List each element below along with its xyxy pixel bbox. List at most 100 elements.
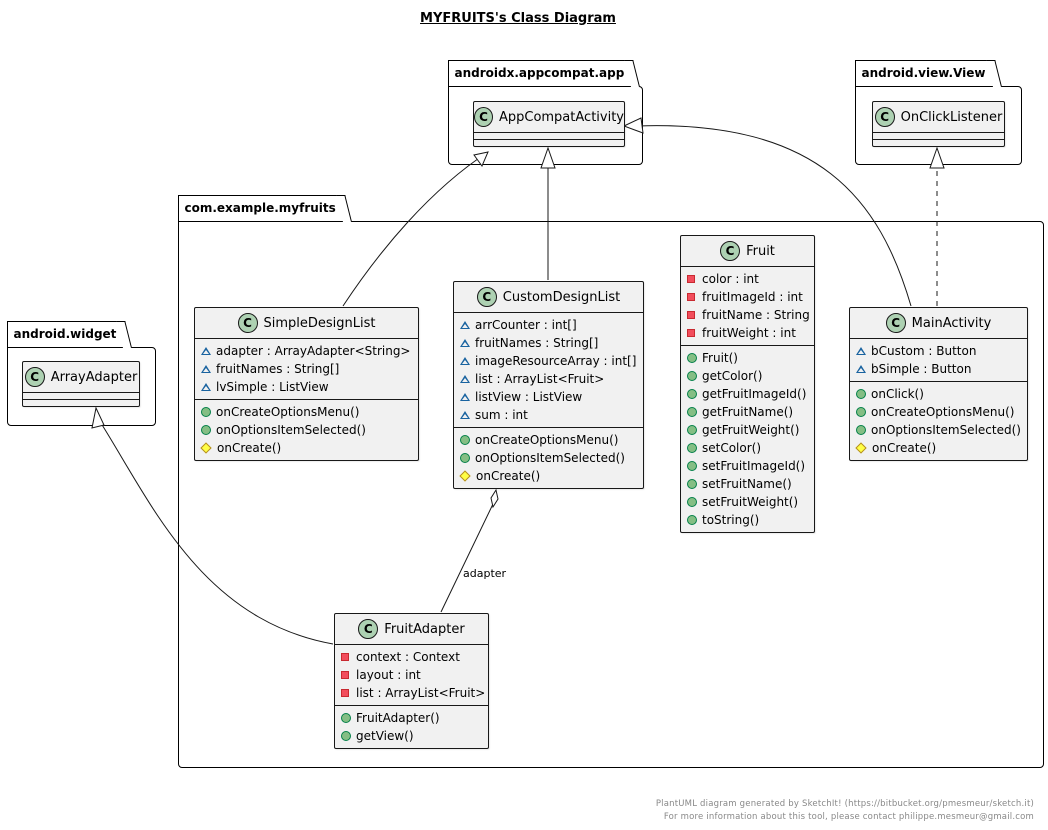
method-row: toString() <box>681 511 814 529</box>
fields-section: bCustom : Button bSimple : Button <box>850 339 1027 382</box>
class-fruit[interactable]: C Fruit color : int fruitImageId : int f… <box>680 235 815 533</box>
class-header: C SimpleDesignList <box>195 308 418 339</box>
fields-section <box>873 133 1004 140</box>
class-customdesignlist[interactable]: C CustomDesignList arrCounter : int[] fr… <box>453 281 644 489</box>
class-header: C MainActivity <box>850 308 1027 339</box>
class-header: C CustomDesignList <box>454 282 643 313</box>
class-icon: C <box>720 241 741 261</box>
field-row: fruitImageId : int <box>681 288 814 306</box>
package-visibility-icon <box>460 393 470 401</box>
field-row: adapter : ArrayAdapter<String> <box>195 342 418 360</box>
class-name: OnClickListener <box>900 109 1003 125</box>
field-row: context : Context <box>335 648 488 666</box>
public-visibility-icon <box>460 435 470 445</box>
field-row: list : ArrayList<Fruit> <box>454 370 643 388</box>
public-visibility-icon <box>856 389 866 399</box>
method-row: getFruitImageId() <box>681 385 814 403</box>
field-row: fruitNames : String[] <box>454 334 643 352</box>
fields-section: color : int fruitImageId : int fruitName… <box>681 267 814 346</box>
footer-credit-line1: PlantUML diagram generated by SketchIt! … <box>655 799 1034 809</box>
aggregation-diamond <box>490 488 499 509</box>
public-visibility-icon <box>201 407 211 417</box>
public-visibility-icon <box>687 407 697 417</box>
method-row: onCreateOptionsMenu() <box>850 403 1027 421</box>
class-icon: C <box>24 367 45 387</box>
public-visibility-icon <box>687 353 697 363</box>
public-visibility-icon <box>687 389 697 399</box>
edge-fruitadapter-extends-arrayadapter <box>98 419 334 645</box>
method-row: onCreate() <box>195 439 418 457</box>
class-arrayadapter[interactable]: C ArrayAdapter <box>22 361 140 407</box>
field-row: sum : int <box>454 406 643 424</box>
package-visibility-icon <box>856 365 866 373</box>
class-header: C AppCompatActivity <box>474 102 624 133</box>
class-header: C FruitAdapter <box>335 614 488 645</box>
method-row: onCreateOptionsMenu() <box>195 403 418 421</box>
fields-section: adapter : ArrayAdapter<String> fruitName… <box>195 339 418 400</box>
public-visibility-icon <box>341 713 351 723</box>
class-icon: C <box>885 313 906 333</box>
class-header: C OnClickListener <box>873 102 1004 133</box>
public-visibility-icon <box>687 497 697 507</box>
class-name: FruitAdapter <box>384 621 465 637</box>
class-appcompatactivity[interactable]: C AppCompatActivity <box>473 101 625 147</box>
private-visibility-icon <box>341 653 349 661</box>
edge-main-extends-appcompat <box>637 125 912 307</box>
class-header: C ArrayAdapter <box>23 362 139 393</box>
package-visibility-icon <box>201 365 211 373</box>
fields-section <box>23 393 139 400</box>
field-row: listView : ListView <box>454 388 643 406</box>
class-name: SimpleDesignList <box>263 315 376 331</box>
package-tab: androidx.appcompat.app <box>447 60 634 86</box>
method-row: onCreate() <box>850 439 1027 457</box>
field-row: color : int <box>681 270 814 288</box>
method-row: getView() <box>335 727 488 745</box>
private-visibility-icon <box>687 329 695 337</box>
fields-section: arrCounter : int[] fruitNames : String[]… <box>454 313 643 428</box>
public-visibility-icon <box>201 425 211 435</box>
diagram-title: MYFRUITS's Class Diagram <box>420 11 616 26</box>
method-row: onOptionsItemSelected() <box>454 449 643 467</box>
field-row: bCustom : Button <box>850 342 1027 360</box>
field-row: lvSimple : ListView <box>195 378 418 396</box>
fields-section: context : Context layout : int list : Ar… <box>335 645 488 706</box>
field-row: list : ArrayList<Fruit> <box>335 684 488 702</box>
class-mainactivity[interactable]: C MainActivity bCustom : Button bSimple … <box>849 307 1028 461</box>
method-row: Fruit() <box>681 349 814 367</box>
public-visibility-icon <box>687 479 697 489</box>
private-visibility-icon <box>687 293 695 301</box>
protected-visibility-icon <box>459 470 471 482</box>
package-visibility-icon <box>460 339 470 347</box>
generalization-arrowhead <box>622 117 644 134</box>
class-name: ArrayAdapter <box>50 369 138 385</box>
package-tab: android.view.View <box>854 60 995 86</box>
edge-custom-aggregates-fruitadapter <box>440 503 494 613</box>
method-row: onOptionsItemSelected() <box>850 421 1027 439</box>
methods-section <box>873 140 1004 146</box>
class-header: C Fruit <box>681 236 814 267</box>
public-visibility-icon <box>341 731 351 741</box>
public-visibility-icon <box>856 407 866 417</box>
method-row: setFruitImageId() <box>681 457 814 475</box>
method-row: setColor() <box>681 439 814 457</box>
class-icon: C <box>474 107 493 127</box>
package-visibility-icon <box>201 347 211 355</box>
methods-section: Fruit() getColor() getFruitImageId() get… <box>681 346 814 532</box>
package-visibility-icon <box>460 357 470 365</box>
field-row: bSimple : Button <box>850 360 1027 378</box>
package-tab: com.example.myfruits <box>177 195 345 221</box>
generalization-arrowhead <box>91 406 105 429</box>
public-visibility-icon <box>687 425 697 435</box>
class-fruitadapter[interactable]: C FruitAdapter context : Context layout … <box>334 613 489 749</box>
class-name: Fruit <box>746 243 775 259</box>
package-visibility-icon <box>460 411 470 419</box>
method-row: setFruitWeight() <box>681 493 814 511</box>
class-onclicklistener[interactable]: C OnClickListener <box>872 101 1005 147</box>
public-visibility-icon <box>687 443 697 453</box>
class-simpledesignlist[interactable]: C SimpleDesignList adapter : ArrayAdapte… <box>194 307 419 461</box>
class-icon: C <box>358 619 379 639</box>
class-name: AppCompatActivity <box>498 109 624 125</box>
generalization-arrowhead <box>540 146 556 169</box>
class-icon: C <box>237 313 258 333</box>
